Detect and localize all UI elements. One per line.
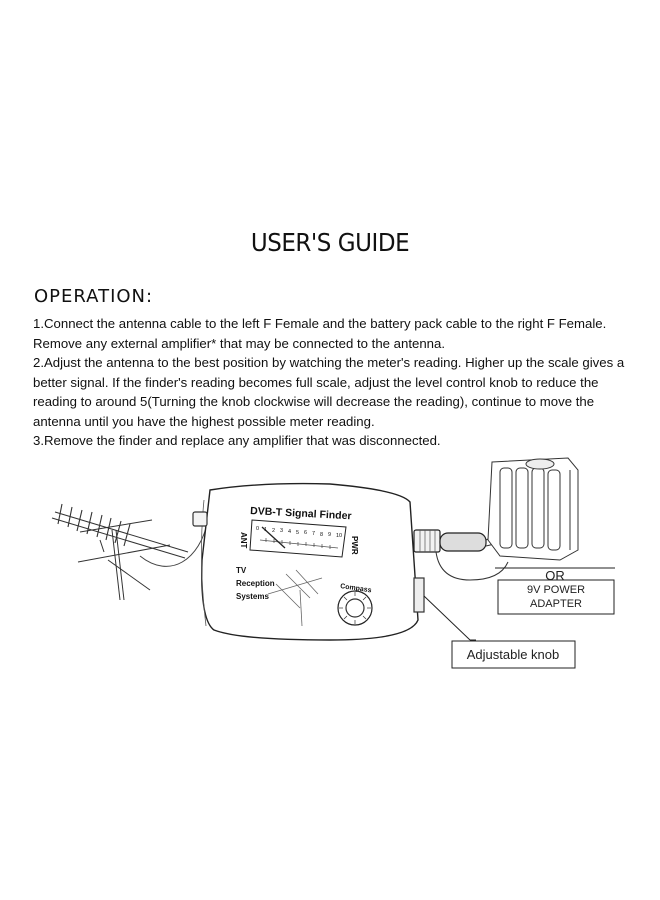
operation-steps: 1.Connect the antenna cable to the left … (33, 314, 633, 451)
power-adapter-box (497, 579, 615, 615)
device-name: DVB-T Signal Finder (250, 505, 352, 522)
pwr-label: PWR (350, 536, 359, 555)
step-3: 3.Remove the finder and replace any ampl… (33, 433, 441, 448)
signal-finder-diagram: OR 9V POWER ADAPTER Adjustable knob DVB-… (51, 457, 615, 669)
scale-label-1: 1 (264, 527, 267, 533)
step-2: 2.Adjust the antenna to the best positio… (33, 355, 625, 429)
scale-label-2: 2 (272, 528, 275, 534)
scale-label-8: 8 (320, 532, 323, 538)
scale-label-5: 5 (296, 530, 299, 536)
battery-pack-illustration (487, 457, 579, 561)
tv-label: TV (236, 566, 247, 575)
scale-label-9: 9 (328, 532, 331, 538)
scale-label-6: 6 (304, 530, 307, 536)
operation-heading: OPERATION: (34, 286, 154, 307)
step-1: 1.Connect the antenna cable to the left … (33, 316, 607, 351)
scale-label-3: 3 (280, 528, 283, 534)
adjustable-knob-label: Adjustable knob (467, 647, 560, 662)
compass-label: Compass (340, 583, 372, 594)
scale-label-10: 10 (336, 533, 342, 539)
power-adapter-line2: ADAPTER (530, 598, 582, 610)
or-label: OR (545, 568, 565, 583)
scale-label-7: 7 (312, 531, 315, 537)
adjustable-knob-callout-box (451, 640, 576, 669)
scale-label-0: 0 (256, 526, 259, 532)
systems-label: Systems (236, 592, 269, 601)
ant-label: ANT (239, 532, 248, 549)
meter-scale: 0 1 2 3 4 5 6 7 8 9 10 (256, 526, 342, 539)
antenna-illustration (51, 503, 189, 601)
scale-label-4: 4 (288, 529, 291, 535)
power-adapter-line1: 9V POWER (527, 584, 585, 596)
signal-finder-device (192, 482, 487, 641)
page-title: USER'S GUIDE (250, 228, 410, 257)
reception-label: Reception (236, 579, 275, 588)
